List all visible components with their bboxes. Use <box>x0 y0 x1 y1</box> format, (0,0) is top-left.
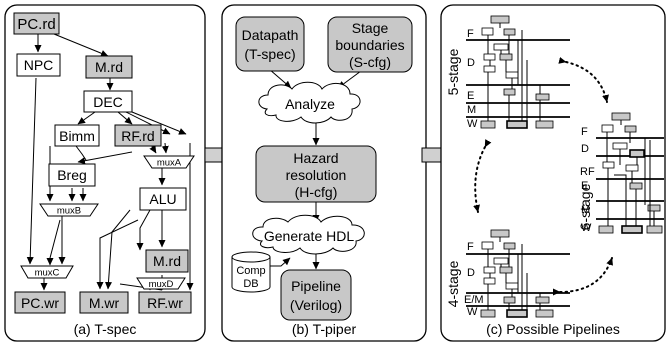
stage-label: D <box>581 143 589 155</box>
dotted-arrow-icon <box>558 56 609 103</box>
svg-text:DB: DB <box>243 278 258 290</box>
tpiper-hazard-box: Hazard resolution (H-cfg) <box>255 145 377 203</box>
tpiper-pipeline-box: Pipeline (Verilog) <box>280 269 352 321</box>
svg-text:PC.wr: PC.wr <box>21 295 59 311</box>
svg-text:(H-cfg): (H-cfg) <box>295 184 338 200</box>
svg-text:Breg: Breg <box>57 167 87 183</box>
tspec-node-rf-wr: RF.wr <box>138 291 192 314</box>
tspec-node-m-wr: M.wr <box>79 291 129 314</box>
svg-text:Analyze: Analyze <box>285 96 335 112</box>
tspec-node-breg: Breg <box>48 163 96 187</box>
svg-text:M.rd: M.rd <box>95 59 123 75</box>
svg-text:Pipeline: Pipeline <box>291 278 341 294</box>
stage-label: F <box>467 28 474 40</box>
stage-label: F <box>581 126 588 138</box>
tspec-node-muxC: muxC <box>20 265 74 279</box>
tspec-node-pc-wr: PC.wr <box>14 291 66 314</box>
svg-text:ALU: ALU <box>149 191 176 207</box>
pipeline-4-stage: 4-stage F D E/M W <box>445 229 570 318</box>
tpiper-comp-db-cylinder: Comp DB <box>231 251 271 293</box>
tpiper-analyze-cloud: Analyze <box>258 81 361 124</box>
svg-text:Comp: Comp <box>236 265 265 277</box>
tpiper-caption: (b) T-piper <box>292 321 357 337</box>
svg-text:(T-spec): (T-spec) <box>244 46 295 62</box>
svg-text:(Verilog): (Verilog) <box>290 297 342 313</box>
tspec-node-alu: ALU <box>139 187 187 211</box>
stage-label: F <box>467 241 474 253</box>
tspec-node-m-rd-bottom: M.rd <box>145 249 189 273</box>
svg-text:boundaries: boundaries <box>335 37 404 53</box>
svg-text:4-stage: 4-stage <box>445 260 461 307</box>
svg-text:Generate HDL: Generate HDL <box>264 228 354 244</box>
tspec-node-muxA: muxA <box>143 155 195 169</box>
dotted-arrow-icon <box>473 139 492 213</box>
svg-text:muxB: muxB <box>57 206 81 217</box>
svg-text:(S-cfg): (S-cfg) <box>349 54 391 70</box>
svg-text:5-stage: 5-stage <box>445 48 461 95</box>
tpiper-stage-boundaries-box: Stage boundaries (S-cfg) <box>327 16 413 73</box>
tpiper-datapath-box: Datapath (T-spec) <box>235 16 305 72</box>
stage-label: M <box>467 104 476 116</box>
svg-text:muxA: muxA <box>157 158 182 169</box>
svg-text:RF.rd: RF.rd <box>121 128 154 144</box>
pipeline-6-stage: 6-stage F D RF E M W <box>577 112 664 234</box>
tspec-node-dec: DEC <box>83 90 133 113</box>
stage-label: D <box>467 57 475 69</box>
tspec-node-pc-rd: PC.rd <box>13 12 60 35</box>
stage-label: RF <box>580 166 595 178</box>
stage-label: W <box>467 306 478 318</box>
tspec-node-npc: NPC <box>16 53 61 77</box>
svg-text:Hazard: Hazard <box>293 150 338 166</box>
stage-label: D <box>467 267 475 279</box>
stage-label: E <box>581 180 588 192</box>
stage-label: E/M <box>464 294 484 306</box>
svg-text:6-stage: 6-stage <box>577 183 593 230</box>
stage-label: W <box>467 118 478 130</box>
pipeline-transition-arrows <box>473 56 613 296</box>
svg-text:DEC: DEC <box>93 94 123 110</box>
pipeline-5-stage: 5-stage F D E M W <box>445 15 570 130</box>
pipelines-caption: (c) Possible Pipelines <box>486 321 620 337</box>
svg-text:PC.rd: PC.rd <box>17 16 55 33</box>
stage-label: E <box>467 90 474 102</box>
tspec-wires <box>26 33 194 291</box>
tspec-node-m-rd-top: M.rd <box>85 55 133 79</box>
tspec-node-muxB: muxB <box>39 203 99 217</box>
tpiper-generate-hdl-cloud: Generate HDL <box>252 214 365 255</box>
stage-label: W <box>581 222 592 234</box>
svg-text:Datapath: Datapath <box>242 27 299 43</box>
svg-text:NPC: NPC <box>24 57 54 73</box>
dotted-arrow-icon <box>552 257 613 296</box>
tpiper-wires <box>268 68 362 270</box>
svg-text:muxD: muxD <box>149 279 174 290</box>
pipelines-panel <box>440 4 666 342</box>
svg-text:Stage: Stage <box>352 20 389 36</box>
stage-label: M <box>581 204 590 216</box>
tspec-node-muxD: muxD <box>136 277 186 290</box>
svg-text:M.rd: M.rd <box>153 253 181 269</box>
tspec-node-bimm: Bimm <box>54 124 100 147</box>
svg-text:resolution: resolution <box>286 167 347 183</box>
svg-text:RF.wr: RF.wr <box>147 295 183 311</box>
svg-text:muxC: muxC <box>35 268 60 279</box>
svg-text:Bimm: Bimm <box>59 128 95 144</box>
tspec-caption: (a) T-spec <box>74 321 137 337</box>
tspec-node-rf-rd: RF.rd <box>114 124 162 147</box>
svg-text:M.wr: M.wr <box>89 295 120 311</box>
